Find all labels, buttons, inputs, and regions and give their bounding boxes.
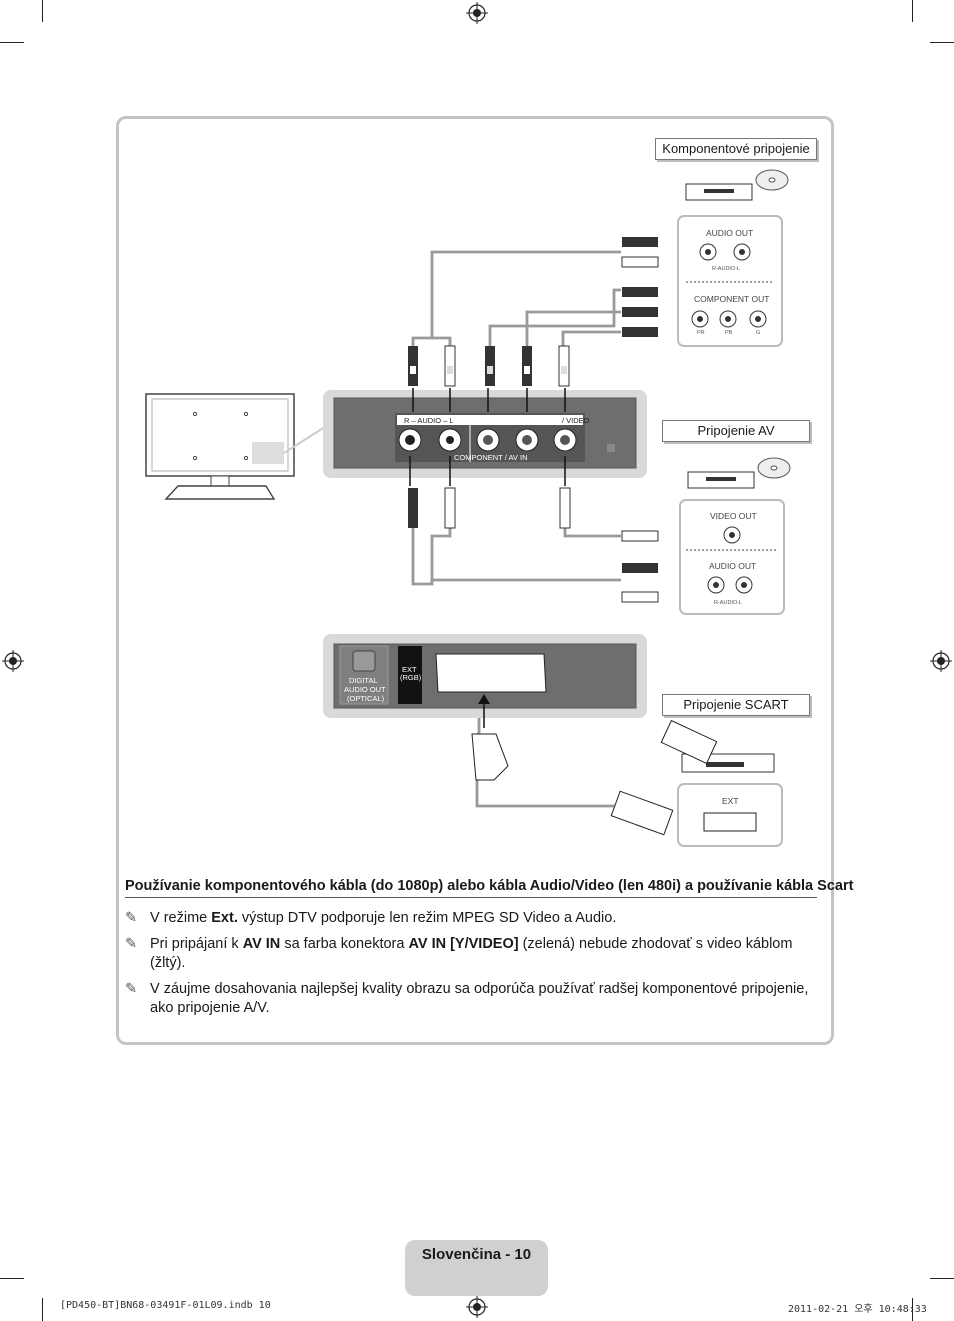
scart-connection-label: Pripojenie SCART: [662, 694, 810, 716]
page-number-badge: Slovenčina - 10: [405, 1240, 548, 1296]
section-title: Používanie komponentového kábla (do 1080…: [125, 878, 853, 898]
panel-digital-2: AUDIO OUT: [344, 685, 386, 694]
component-pr-label: PR: [697, 330, 705, 336]
registration-mark-right: [930, 650, 952, 672]
crop-mark: [42, 1298, 43, 1321]
crop-mark: [930, 1278, 954, 1279]
content-frame: [116, 116, 834, 1045]
av-audio-out-label: AUDIO OUT: [709, 561, 756, 571]
rca-plugs-top: [408, 345, 570, 412]
rca-plugs-component-device: [621, 237, 659, 337]
tv-icon: [145, 393, 332, 500]
component-pb-label: PB: [725, 330, 733, 336]
registration-mark-left: [2, 650, 24, 672]
crop-mark: [912, 0, 913, 22]
component-audio-sub-label: R-AUDIO-L: [712, 266, 740, 272]
av-connection-label: Pripojenie AV: [662, 420, 810, 442]
note-3: ✎ V záujme dosahovania najlepšej kvality…: [125, 981, 809, 1016]
scart-player-icon: [660, 719, 775, 773]
crop-mark: [912, 1298, 913, 1321]
component-player-icon: [685, 169, 789, 201]
panel-digital-3: (OPTICAL): [347, 694, 385, 703]
rca-plugs-av-device: [621, 530, 659, 603]
registration-mark-top: [466, 2, 488, 24]
crop-mark: [0, 42, 24, 43]
print-timestamp: 2011-02-21 오후 10:48:33: [788, 1304, 927, 1315]
panel-component-av-in-label: COMPONENT / AV IN: [454, 453, 527, 462]
note-2: ✎ Pri pripájaní k AV IN sa farba konekto…: [125, 936, 793, 971]
crop-mark: [42, 0, 43, 22]
scart-plug: [471, 694, 674, 836]
rca-plugs-bottom: [408, 456, 571, 529]
av-video-out-label: VIDEO OUT: [710, 511, 757, 521]
cables: [411, 250, 621, 808]
connection-diagram: R – AUDIO – L / VIDEO COMPONENT / AV IN: [145, 169, 791, 847]
panel-audio-label: R – AUDIO – L: [404, 416, 454, 425]
note-1: ✎ V režime Ext. výstup DTV podporuje len…: [125, 910, 617, 926]
av-player-icon: [687, 457, 791, 489]
tv-scart-panel: [323, 634, 647, 718]
component-connection-label: Komponentové pripojenie: [655, 138, 817, 160]
av-audio-sub-label: R-AUDIO-L: [714, 600, 742, 606]
print-file-info: [PD450-BT]BN68-03491F-01L09.indb 10: [60, 1300, 271, 1311]
av-device-panel: [679, 499, 785, 615]
panel-digital-1: DIGITAL: [349, 676, 378, 685]
panel-video-label: / VIDEO: [562, 416, 590, 425]
component-audio-out-label: AUDIO OUT: [706, 228, 753, 238]
component-g-label: G: [756, 330, 760, 336]
scart-ext-label: EXT: [722, 796, 739, 806]
crop-mark: [930, 42, 954, 43]
page-label: Slovenčina - 10: [421, 1246, 532, 1263]
registration-mark-bottom: [466, 1296, 488, 1318]
component-out-label: COMPONENT OUT: [694, 294, 769, 304]
panel-ext-label: EXT: [402, 665, 417, 674]
tv-av-panel: [323, 390, 647, 478]
crop-mark: [0, 1278, 24, 1279]
pencil-icon: ✎: [125, 936, 138, 952]
panel-rgb-label: (RGB): [400, 673, 422, 682]
pencil-icon: ✎: [125, 981, 138, 997]
pencil-icon: ✎: [125, 910, 138, 926]
